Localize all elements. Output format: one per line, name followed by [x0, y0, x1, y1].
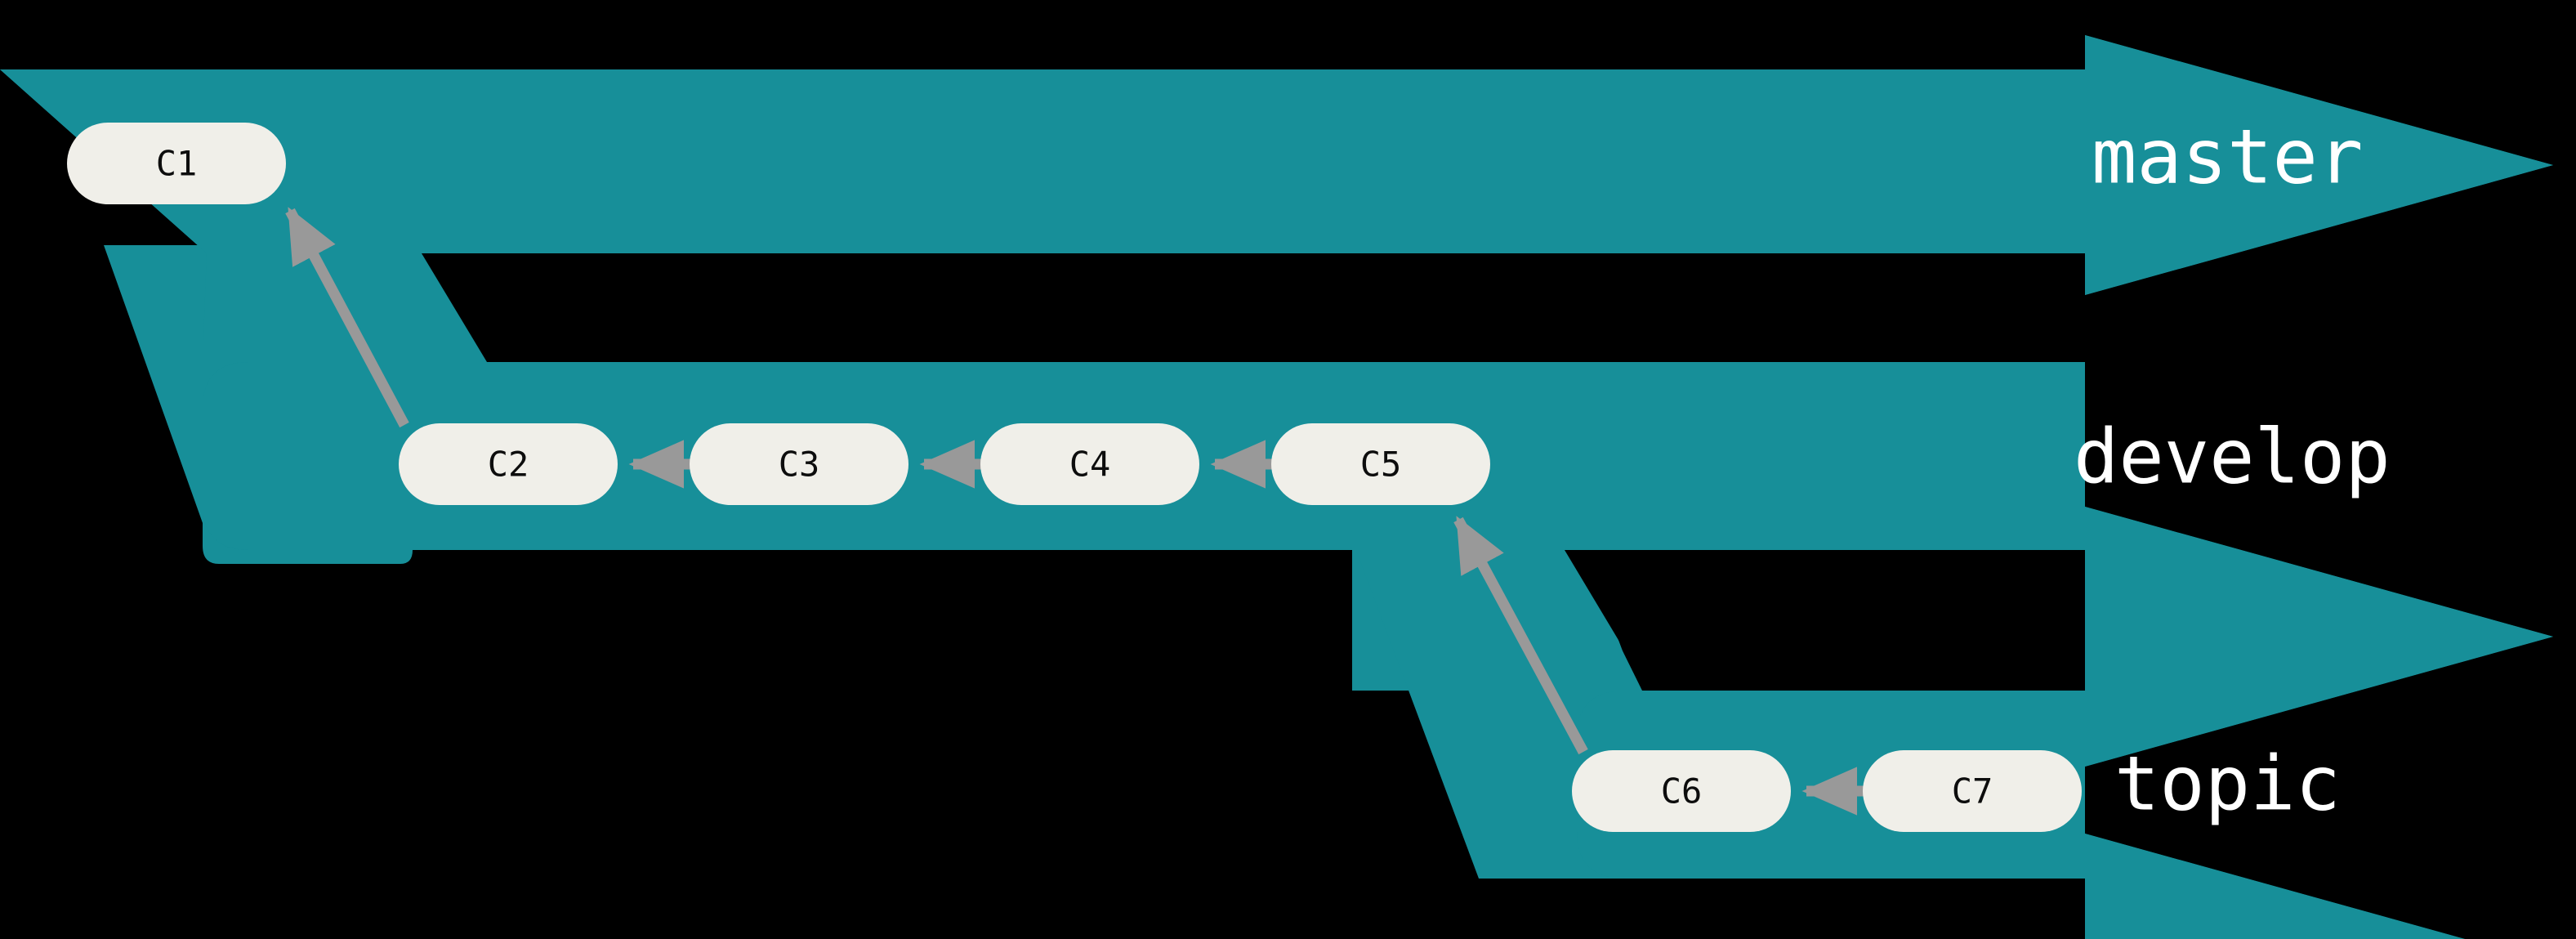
commit-node-c6[interactable]: C6	[1572, 750, 1791, 832]
topic-arrowhead-overlay	[2085, 834, 2465, 939]
gap-develop-topic	[1565, 550, 2085, 691]
commit-node-c7[interactable]: C7	[1863, 750, 2082, 832]
commit-label: C2	[488, 445, 529, 485]
commit-node-c4[interactable]: C4	[980, 423, 1199, 505]
commit-nodes-group: C1 C2 C3 C4 C5 C6	[67, 123, 2082, 832]
commit-label: C1	[156, 144, 198, 184]
gap-master-develop	[422, 253, 2085, 362]
commit-shape	[1863, 750, 2082, 832]
commit-edges-group	[285, 207, 1864, 816]
commit-node-c3[interactable]: C3	[690, 423, 909, 505]
commit-node-c5[interactable]: C5	[1271, 423, 1490, 505]
branch-label-topic: topic	[2114, 740, 2341, 827]
edge-c6-c5	[1453, 516, 1588, 755]
commit-label: C6	[1661, 771, 1703, 812]
develop-arrowhead-overlay	[2085, 507, 2553, 767]
commit-shape	[67, 123, 286, 204]
edge-c2-c1	[285, 207, 409, 428]
commit-node-c1[interactable]: C1	[67, 123, 286, 204]
commit-label: C3	[779, 445, 820, 485]
commit-label: C5	[1360, 445, 1402, 485]
branch-labels-group: master develop topic	[2074, 113, 2391, 827]
commit-shape	[690, 423, 909, 505]
master-lane-overlay	[0, 69, 2085, 253]
commit-shape	[399, 423, 618, 505]
commit-label: C7	[1952, 771, 1993, 812]
branch-label-master: master	[2092, 113, 2363, 200]
commit-shape	[980, 423, 1199, 505]
commit-shape	[1572, 750, 1791, 832]
commit-label: C4	[1069, 445, 1111, 485]
commit-shape	[1271, 423, 1490, 505]
commit-node-c2[interactable]: C2	[399, 423, 618, 505]
branch-label-develop: develop	[2074, 413, 2391, 500]
master-arrowhead-overlay	[2085, 35, 2553, 295]
